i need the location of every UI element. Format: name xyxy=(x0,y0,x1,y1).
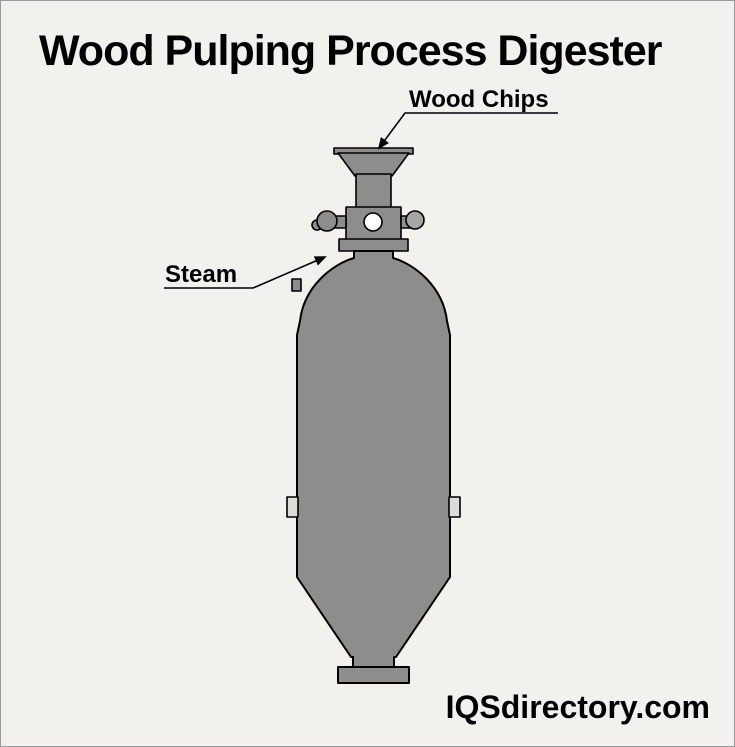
inlet-neck xyxy=(355,173,392,209)
handwheel-right xyxy=(405,210,425,230)
valve-port xyxy=(363,212,383,232)
handwheel-left xyxy=(316,210,338,232)
page-title: Wood Pulping Process Digester xyxy=(39,27,662,75)
outlet-flange xyxy=(337,666,410,684)
label-steam: Steam xyxy=(165,261,237,288)
label-wood-chips: Wood Chips xyxy=(409,86,549,113)
watermark: IQSdirectory.com xyxy=(445,689,710,725)
leader-line-steam xyxy=(164,256,327,289)
side-lug-right xyxy=(448,496,461,518)
wood-chip-funnel xyxy=(337,152,410,177)
valve-flange xyxy=(338,238,409,252)
digester-vessel xyxy=(291,147,451,684)
leader-line-wood-chips xyxy=(377,112,558,150)
shoulder-tab xyxy=(291,278,302,292)
side-lug-left xyxy=(286,496,299,518)
vessel-body xyxy=(296,250,451,670)
